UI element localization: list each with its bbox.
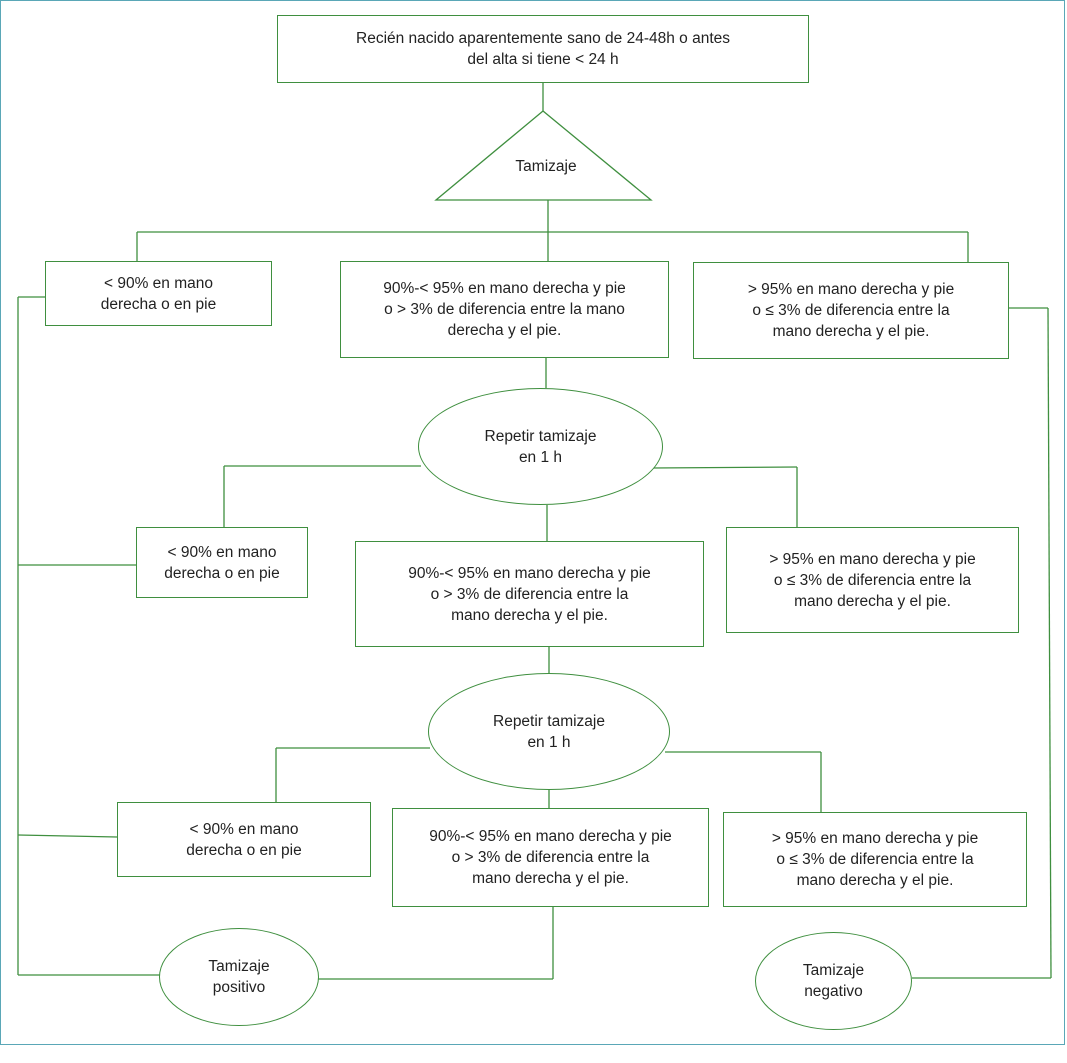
level3-mid-box: 90%-< 95% en mano derecha y pie o > 3% d… — [392, 808, 709, 907]
connector — [1047, 307, 1052, 979]
connector — [17, 834, 118, 838]
connector — [651, 466, 798, 469]
level2-low-box: < 90% en mano derecha o en pie — [136, 527, 308, 598]
level2-high-box: > 95% en mano derecha y pie o ≤ 3% de di… — [726, 527, 1019, 633]
positive-ellipse: Tamizaje positivo — [159, 928, 319, 1026]
level1-mid-box: 90%-< 95% en mano derecha y pie o > 3% d… — [340, 261, 669, 358]
level2-mid-box: 90%-< 95% en mano derecha y pie o > 3% d… — [355, 541, 704, 647]
level1-low-box: < 90% en mano derecha o en pie — [45, 261, 272, 326]
negative-ellipse: Tamizaje negativo — [755, 932, 912, 1030]
level3-high-box: > 95% en mano derecha y pie o ≤ 3% de di… — [723, 812, 1027, 907]
repeat2-ellipse: Repetir tamizaje en 1 h — [428, 673, 670, 790]
level1-high-box: > 95% en mano derecha y pie o ≤ 3% de di… — [693, 262, 1009, 359]
start-box: Recién nacido aparentemente sano de 24-4… — [277, 15, 809, 83]
screening-label: Tamizaje — [515, 158, 577, 175]
repeat1-ellipse: Repetir tamizaje en 1 h — [418, 388, 663, 505]
screening-triangle — [434, 110, 653, 201]
level3-low-box: < 90% en mano derecha o en pie — [117, 802, 371, 877]
